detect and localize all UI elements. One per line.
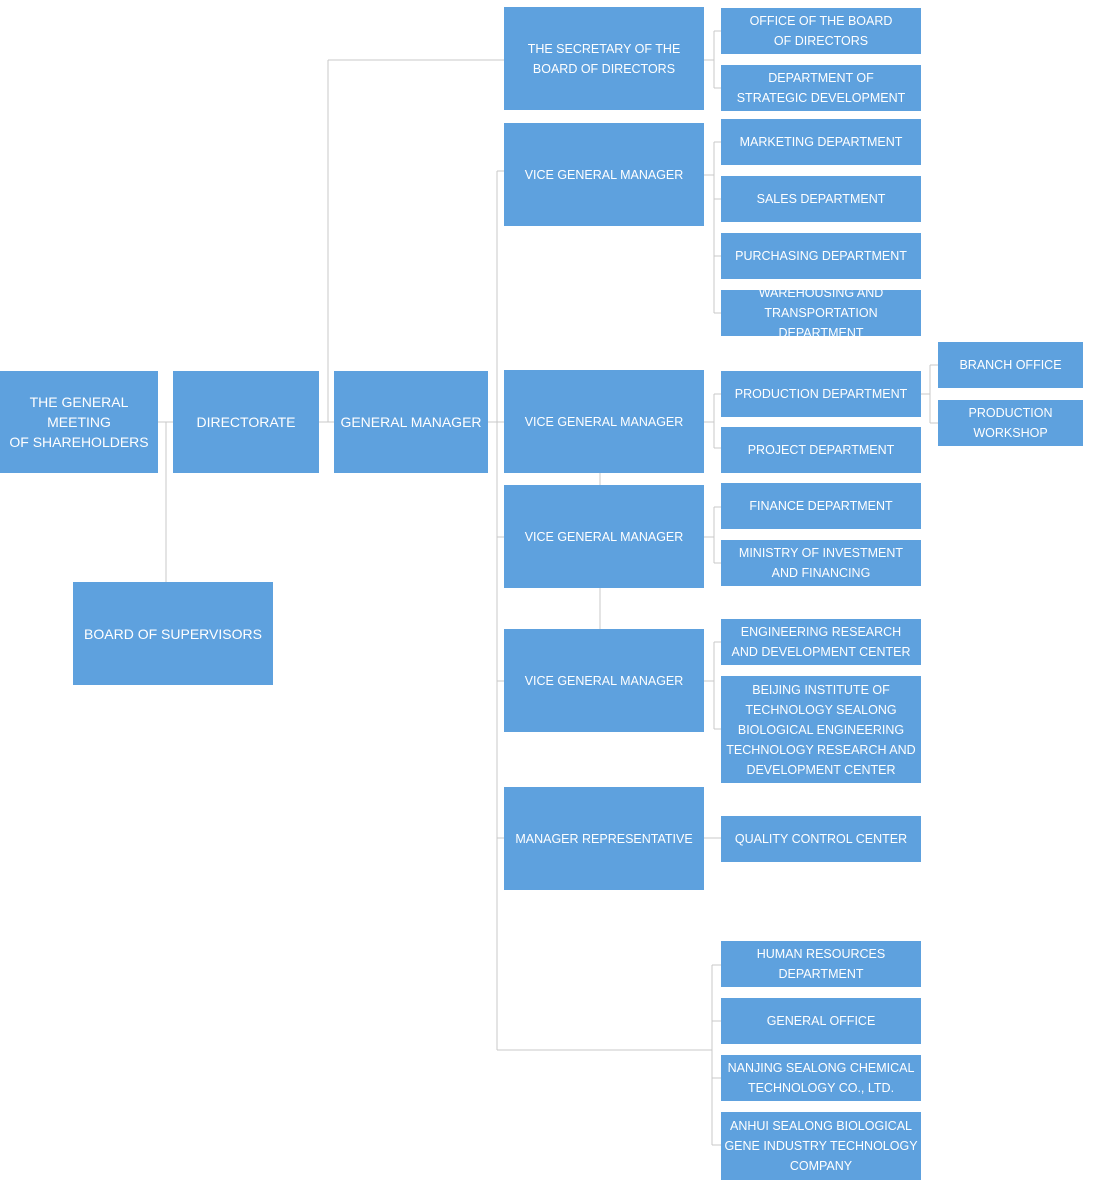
directorate-box: DIRECTORATE	[173, 371, 319, 473]
purchasing-department-box: PURCHASING DEPARTMENT	[721, 233, 921, 279]
quality-control-box: QUALITY CONTROL CENTER	[721, 816, 921, 862]
vice-general-manager-box: VICE GENERAL MANAGER	[504, 485, 704, 588]
human-resources-box: HUMAN RESOURCES DEPARTMENT	[721, 941, 921, 987]
branch-office-box: BRANCH OFFICE	[938, 342, 1083, 388]
secretary-box: THE SECRETARY OF THE BOARD OF DIRECTORS	[504, 7, 704, 110]
supervisors-box: BOARD OF SUPERVISORS	[73, 582, 273, 685]
vice-general-manager-box: VICE GENERAL MANAGER	[504, 123, 704, 226]
project-department-box: PROJECT DEPARTMENT	[721, 427, 921, 473]
finance-department-box: FINANCE DEPARTMENT	[721, 483, 921, 529]
manager-representative-box: MANAGER REPRESENTATIVE	[504, 787, 704, 890]
shareholders-box: THE GENERAL MEETING OF SHAREHOLDERS	[0, 371, 158, 473]
sales-department-box: SALES DEPARTMENT	[721, 176, 921, 222]
engineering-research-box: ENGINEERING RESEARCH AND DEVELOPMENT CEN…	[721, 619, 921, 665]
anhui-sealong-box: ANHUI SEALONG BIOLOGICAL GENE INDUSTRY T…	[721, 1112, 921, 1180]
strategic-development-box: DEPARTMENT OF STRATEGIC DEVELOPMENT	[721, 65, 921, 111]
investment-financing-box: MINISTRY OF INVESTMENT AND FINANCING	[721, 540, 921, 586]
general-manager-box: GENERAL MANAGER	[334, 371, 488, 473]
office-of-board-box: OFFICE OF THE BOARD OF DIRECTORS	[721, 8, 921, 54]
production-workshop-box: PRODUCTION WORKSHOP	[938, 400, 1083, 446]
warehousing-department-box: WAREHOUSING AND TRANSPORTATION DEPARTMEN…	[721, 286, 921, 340]
marketing-department-box: MARKETING DEPARTMENT	[721, 119, 921, 165]
nanjing-sealong-box: NANJING SEALONG CHEMICAL TECHNOLOGY CO.,…	[721, 1055, 921, 1101]
production-department-box: PRODUCTION DEPARTMENT	[721, 371, 921, 417]
vice-general-manager-box: VICE GENERAL MANAGER	[504, 629, 704, 732]
vice-general-manager-box: VICE GENERAL MANAGER	[504, 370, 704, 473]
general-office-box: GENERAL OFFICE	[721, 998, 921, 1044]
bit-sealong-center-box: BEIJING INSTITUTE OF TECHNOLOGY SEALONG …	[721, 676, 921, 783]
